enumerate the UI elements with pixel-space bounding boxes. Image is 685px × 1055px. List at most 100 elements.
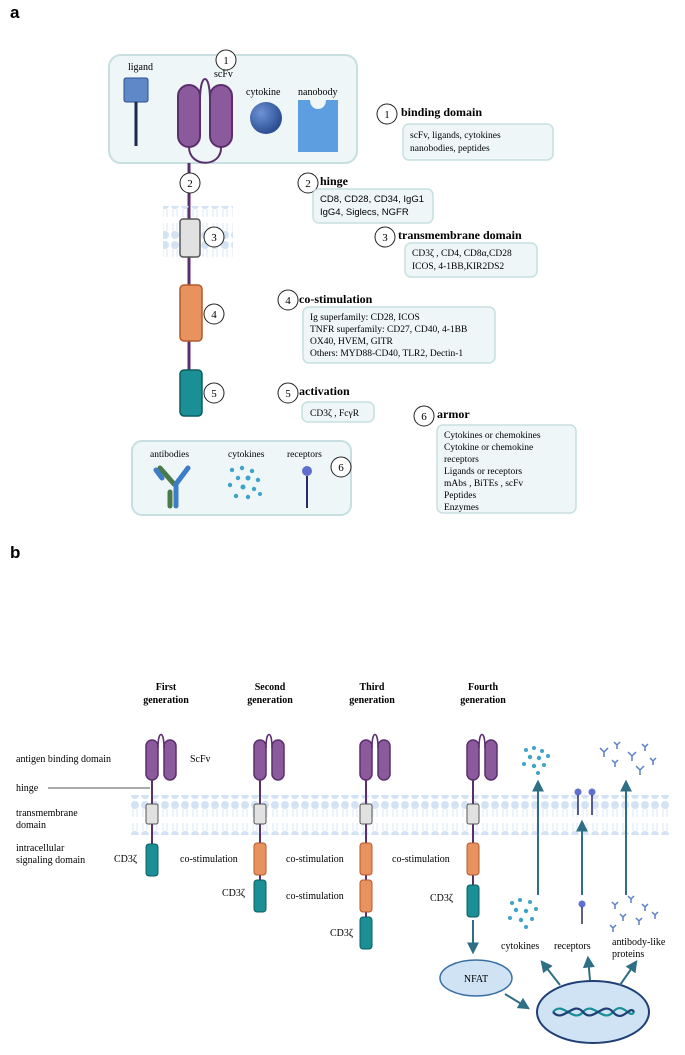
svg-text:Cytokine or chemokine: Cytokine or chemokine <box>444 443 533 453</box>
activation-domain-a <box>179 369 203 417</box>
svg-text:Fourth: Fourth <box>468 682 498 693</box>
svg-text:6: 6 <box>338 462 344 474</box>
costim-title: co-stimulation <box>299 292 373 306</box>
antibody-like-label-2: proteins <box>612 949 644 960</box>
svg-text:2: 2 <box>305 178 311 190</box>
antibody-like-label-1: antibody-like <box>612 937 666 948</box>
transmembrane-domain-a <box>179 218 201 258</box>
svg-text:CD3ζ , CD4, CD8α,CD28: CD3ζ , CD4, CD8α,CD28 <box>412 248 512 259</box>
svg-text:Ig superfamily: CD28, ICOS: Ig superfamily: CD28, ICOS <box>310 312 420 323</box>
svg-text:1: 1 <box>384 109 390 121</box>
gen4-construct <box>466 733 498 918</box>
transmembrane-title: transmembrane domain <box>398 228 522 242</box>
antibody-icon <box>153 465 191 509</box>
scfv-label: scFv <box>214 69 233 80</box>
svg-text:scFv, ligands, cytokines: scFv, ligands, cytokines <box>410 131 501 141</box>
stack-markers: 2 3 4 5 <box>179 172 225 404</box>
svg-text:Peptides: Peptides <box>444 491 476 501</box>
svg-text:generation: generation <box>247 695 293 706</box>
nfat-node <box>439 959 513 997</box>
svg-text:mAbs , BiTEs , scFv: mAbs , BiTEs , scFv <box>444 479 523 489</box>
ligand-icon <box>123 77 149 103</box>
svg-text:Others: MYD88-CD40, TLR2, Dect: Others: MYD88-CD40, TLR2, Dectin-1 <box>310 349 463 359</box>
svg-text:generation: generation <box>143 695 189 706</box>
svg-text:3: 3 <box>382 232 388 244</box>
svg-text:Enzymes: Enzymes <box>444 503 479 513</box>
marker-1 <box>215 49 237 71</box>
panel-a-label: a <box>10 3 20 22</box>
svg-text:OX40, HVEM, GITR: OX40, HVEM, GITR <box>310 337 394 347</box>
svg-text:2: 2 <box>187 178 193 190</box>
costim-label-g3b: co-stimulation <box>286 891 344 902</box>
cd3z-label-g4: CD3ζ <box>430 893 453 904</box>
svg-text:CD8, CD28, CD34, IgG1: CD8, CD28, CD34, IgG1 <box>320 194 424 205</box>
gen2-construct <box>253 733 285 913</box>
gen1-construct <box>145 733 177 877</box>
svg-text:generation: generation <box>460 695 506 706</box>
secreted-antibody-like-icon <box>599 741 657 775</box>
svg-text:IgG4, Siglecs, NGFR: IgG4, Siglecs, NGFR <box>320 207 409 218</box>
svg-text:6: 6 <box>421 411 427 423</box>
svg-text:antibodies: antibodies <box>150 450 189 460</box>
svg-text:cytokines: cytokines <box>228 450 265 460</box>
intracellular-cytokines-icon <box>508 898 538 929</box>
cd3z-label-g2: CD3ζ <box>222 888 245 899</box>
svg-text:transmembrane: transmembrane <box>16 808 78 819</box>
svg-text:nanobodies, peptides: nanobodies, peptides <box>410 144 490 154</box>
svg-text:receptors: receptors <box>287 450 322 460</box>
svg-text:Cytokines or chemokines: Cytokines or chemokines <box>444 431 541 441</box>
membrane-receptors-icon <box>574 788 596 815</box>
scfv-label-b: ScFv <box>190 754 211 765</box>
dna-icon <box>552 1006 635 1018</box>
hinge-title: hinge <box>320 174 349 188</box>
receptors-label-b: receptors <box>554 941 591 952</box>
panel-b-label: b <box>10 543 20 562</box>
svg-text:4: 4 <box>211 309 217 321</box>
intracellular-antibody-like-icon <box>609 895 659 932</box>
svg-text:4: 4 <box>285 295 291 307</box>
cytokine-label: cytokine <box>246 87 281 98</box>
nanobody-label: nanobody <box>298 87 337 98</box>
armor-box <box>131 440 352 516</box>
svg-text:3: 3 <box>211 232 217 244</box>
costim-label-g4: co-stimulation <box>392 854 450 865</box>
nfat-label: NFAT <box>464 974 488 985</box>
svg-text:intracellular: intracellular <box>16 843 65 854</box>
svg-text:Third: Third <box>359 682 384 693</box>
left-labels: antigen binding domain hinge transmembra… <box>16 754 111 866</box>
costim-label-g2: co-stimulation <box>180 854 238 865</box>
ligand-label: ligand <box>128 62 153 73</box>
svg-text:First: First <box>156 682 177 693</box>
gen3-construct <box>359 733 391 950</box>
svg-text:antigen binding domain: antigen binding domain <box>16 754 111 765</box>
generation-headers: First generation Second generation Third… <box>143 682 506 706</box>
svg-text:1: 1 <box>223 55 229 67</box>
svg-text:5: 5 <box>211 388 217 400</box>
svg-text:signaling domain: signaling domain <box>16 855 85 866</box>
cytokine-icon <box>250 102 282 134</box>
armor-title: armor <box>437 407 470 421</box>
svg-text:Ligands or receptors: Ligands or receptors <box>444 467 522 477</box>
svg-text:Second: Second <box>255 682 286 693</box>
scfv-light-icon <box>209 84 233 148</box>
costim-domain-a <box>179 284 203 342</box>
cd3z-label-g1: CD3ζ <box>114 854 137 865</box>
svg-text:ICOS, 4-1BB,KIR2DS2: ICOS, 4-1BB,KIR2DS2 <box>412 262 504 272</box>
svg-text:5: 5 <box>285 388 291 400</box>
cd3z-label-g3: CD3ζ <box>330 928 353 939</box>
svg-text:CD3ζ , FcγR: CD3ζ , FcγR <box>310 408 360 419</box>
nanobody-icon <box>298 100 338 152</box>
secreted-cytokines-icon <box>522 746 550 775</box>
receptor-icon <box>302 466 312 508</box>
membrane-b <box>130 795 670 835</box>
svg-text:TNFR superfamily: CD27, CD40,: TNFR superfamily: CD27, CD40, 4-1BB <box>310 324 467 335</box>
cytokine-cluster-icon <box>227 465 262 500</box>
scfv-heavy-icon <box>177 84 201 148</box>
cytokines-label-b: cytokines <box>501 941 539 952</box>
nucleus <box>536 980 650 1044</box>
intracellular-receptor-icon <box>578 900 586 924</box>
svg-text:domain: domain <box>16 820 46 831</box>
svg-text:receptors: receptors <box>444 455 479 465</box>
activation-title: activation <box>299 384 350 398</box>
